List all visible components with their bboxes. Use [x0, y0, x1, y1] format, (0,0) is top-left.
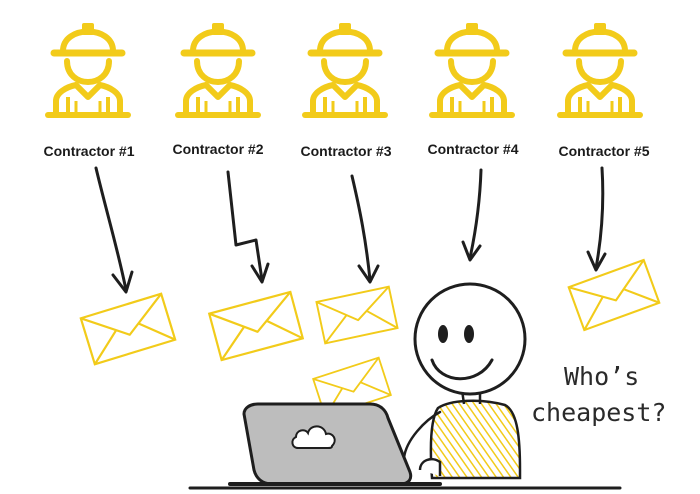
envelope-icon [315, 285, 399, 345]
laptop-icon [228, 402, 442, 486]
contractor-4-icon [432, 23, 512, 115]
contractor-2-icon [178, 23, 258, 115]
envelope-icon [567, 258, 661, 332]
envelope-icon [79, 292, 177, 366]
contractor-4-label: Contractor #4 [427, 141, 518, 157]
arrow-icon [461, 168, 483, 262]
speech-line-2: cheapest? [531, 398, 666, 427]
arrow-icon [586, 166, 607, 272]
contractor-1-label: Contractor #1 [43, 143, 134, 159]
contractor-5-label: Contractor #5 [558, 143, 649, 159]
contractor-3-label: Contractor #3 [300, 143, 391, 159]
contractor-2-label: Contractor #2 [172, 141, 263, 157]
speech-line-1: Who’s [564, 362, 639, 391]
contractor-5-icon [560, 23, 640, 115]
envelope-icon [208, 290, 304, 362]
stick-figure [402, 282, 527, 480]
arrow-icon [350, 174, 380, 284]
arrow-icon [226, 170, 270, 284]
contractor-1-icon [48, 23, 128, 115]
cloud-icon [291, 425, 336, 449]
contractor-3-icon [305, 23, 385, 115]
arrow-icon [94, 166, 134, 294]
